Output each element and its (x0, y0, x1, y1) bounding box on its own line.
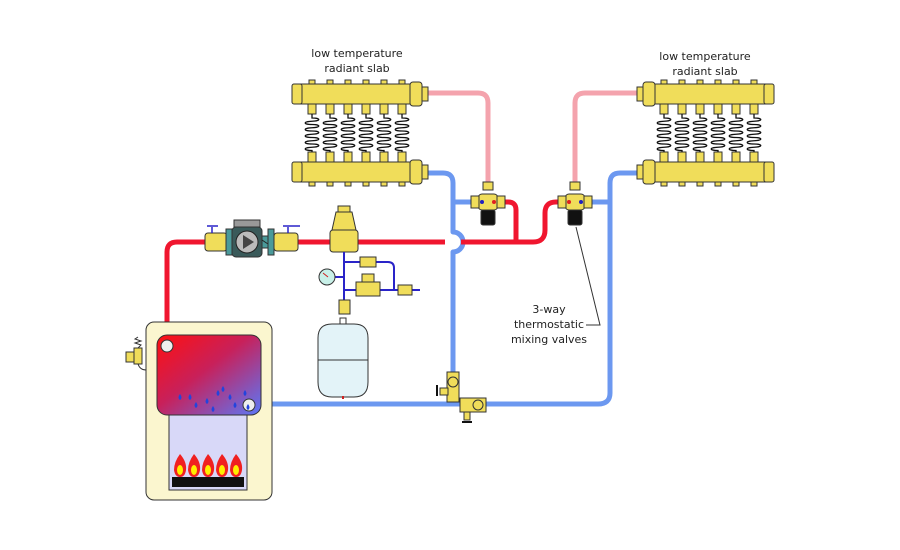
purge-valve-upper[interactable] (436, 371, 460, 403)
droplet (243, 390, 247, 396)
flame (216, 454, 229, 477)
burner (172, 477, 244, 487)
flame (202, 454, 215, 477)
check-valve[interactable] (359, 256, 377, 268)
slab-loop (710, 79, 726, 187)
slab-loop (376, 79, 392, 187)
label-slab-right-line2: radiant slab (672, 65, 737, 78)
water-droplets (178, 386, 250, 412)
droplet (188, 394, 192, 400)
pipe-mixed-supply-left (428, 90, 491, 185)
air-separator[interactable] (329, 205, 359, 253)
loops-right (656, 79, 762, 187)
mixing-valve-right[interactable] (557, 181, 593, 226)
manifold-right (636, 79, 775, 187)
slab-loop (674, 79, 690, 187)
label-slab-right-line1: low temperature (659, 50, 751, 63)
flame (230, 454, 243, 477)
tank-valve[interactable] (338, 299, 351, 315)
purge-valve-lower[interactable] (459, 397, 487, 423)
slab-loop (394, 79, 410, 187)
droplet (205, 398, 209, 404)
pressure-reducing-valve[interactable] (355, 273, 381, 297)
slab-loop (692, 79, 708, 187)
droplet (228, 394, 232, 400)
burner-flames (174, 454, 243, 477)
manifold-left (291, 79, 429, 187)
label-mixing-line3: mixing valves (511, 333, 587, 346)
boiler-supply-port (160, 339, 174, 353)
expansion-tank (317, 317, 369, 399)
flame (188, 454, 201, 477)
label-slab-left-line2: radiant slab (324, 62, 389, 75)
pipe-hot-supply-2 (461, 199, 562, 245)
droplet (178, 394, 182, 400)
pipe-mixed-supply-right (572, 90, 638, 185)
droplet (246, 404, 250, 410)
droplet (194, 402, 198, 408)
relief-valve[interactable] (125, 336, 147, 371)
flame (174, 454, 187, 477)
slab-loop (656, 79, 672, 187)
label-slab-left-line1: low temperature (311, 47, 403, 60)
circulator-pump[interactable] (204, 219, 300, 258)
boiler (145, 321, 273, 501)
pressure-gauge (318, 268, 336, 286)
pipe-return-left (428, 170, 466, 404)
slab-loop (728, 79, 744, 187)
label-mixing-line1: 3-way (532, 303, 566, 316)
slab-loop (340, 79, 356, 187)
slab-loop (746, 79, 762, 187)
slab-loop (322, 79, 338, 187)
slab-loop (304, 79, 320, 187)
droplet (211, 406, 215, 412)
label-mixing-line2: thermostatic (514, 318, 584, 331)
boiler-return-port (242, 398, 256, 412)
pipe-hot-supply (164, 239, 445, 342)
mixing-valve-left[interactable] (470, 181, 506, 226)
droplet (216, 390, 220, 396)
callout-leader (575, 226, 601, 326)
pipe-return-right (256, 170, 638, 407)
loops-left (304, 79, 410, 187)
slab-loop (358, 79, 374, 187)
pipe-hot-to-left-valve (498, 199, 519, 242)
droplet (221, 386, 225, 392)
droplet (233, 402, 237, 408)
isolation-valve[interactable] (397, 284, 413, 296)
